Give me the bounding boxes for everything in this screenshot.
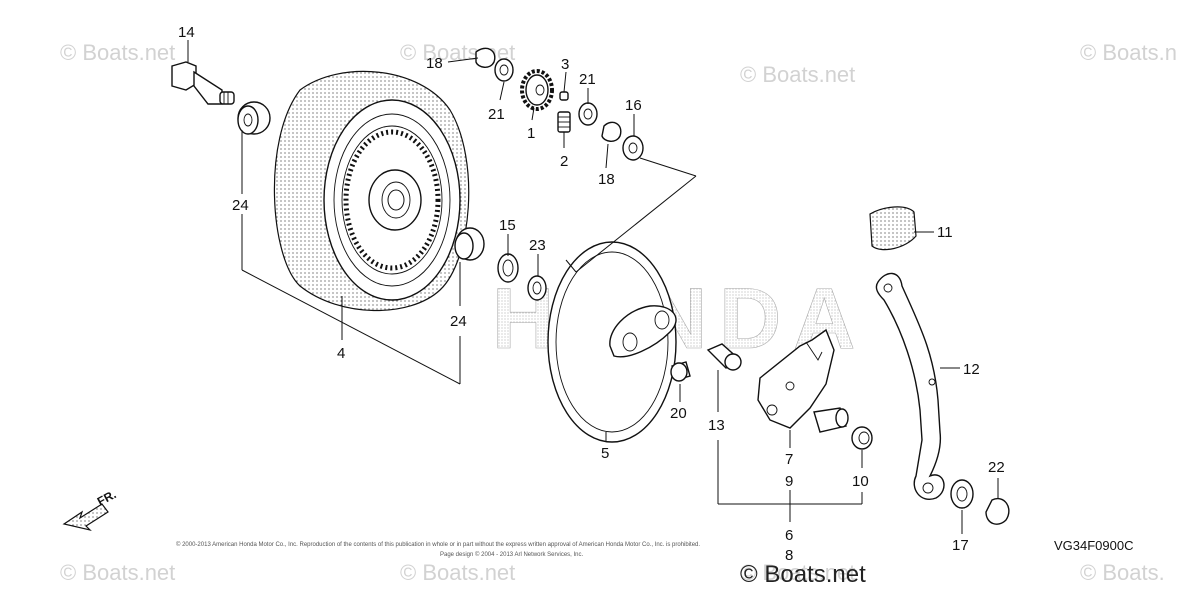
bottom-watermark: © Boats.net [740,561,866,588]
callout-11: 11 [937,224,953,241]
callout-5: 5 [601,445,609,462]
part-24-bushing-upper [237,101,271,135]
front-direction-arrow: FR. [62,487,119,532]
watermark-text: © Boats.net [740,560,855,585]
callout-12: 12 [963,361,980,378]
part-1-gear [520,69,554,111]
callout-10: 10 [852,473,869,490]
callout-18: 18 [598,171,615,188]
callout-6: 6 [785,527,793,544]
part-21-washer-right [578,102,598,126]
callout-7: 7 [785,451,793,468]
callout-14: 14 [178,24,195,41]
part-18-clip-upper [475,47,496,68]
callout-9: 9 [785,473,793,490]
part-16-washer [622,135,644,161]
callout-4: 4 [337,345,345,362]
part-22-clip [985,497,1010,525]
callout-3: 3 [561,56,569,73]
part-10-bushing [851,426,873,450]
copyright-line-1: © 2000-2013 American Honda Motor Co., In… [176,541,700,548]
part-14-bolt [171,61,235,105]
watermark-text: © Boats.net [740,62,855,87]
part-5-cover [547,241,677,443]
callout-21: 21 [488,106,505,123]
copyright-line-2: Page design © 2004 - 2013 Arl Network Se… [440,551,583,558]
part-15-washer [497,253,519,283]
part-20-collar [670,361,691,382]
diagram-code: VG34F0900C [1054,538,1134,553]
direction-label: FR. [95,487,119,508]
watermark-text: © Boats.net [60,560,175,585]
watermark-text: © Boats. [1080,560,1165,585]
watermark-text: © Boats.n [1080,40,1177,65]
callout-labels: 14 18 21 3 21 16 1 2 18 24 15 23 24 4 11… [178,24,1005,564]
part-23-washer [527,275,547,301]
part-17-washer [950,479,974,509]
part-24-bushing-lower [454,227,485,261]
part-4-wheel [273,70,470,312]
callout-23: 23 [529,237,546,254]
part-12-arm [875,272,945,500]
callout-1: 1 [527,125,535,142]
part-7-lever [757,328,849,433]
callout-13: 13 [708,417,725,434]
part-11-grip [869,206,917,251]
part-3-key [559,91,569,101]
callout-22: 22 [988,459,1005,476]
callout-8: 8 [785,547,793,564]
wheel-gear-teeth [343,129,441,271]
part-13-collar [706,343,742,371]
callout-18: 18 [426,55,443,72]
callout-24: 24 [450,313,467,330]
callout-2: 2 [560,153,568,170]
part-2-spring [557,111,571,133]
leader-lines [187,40,999,534]
watermark-text: © Boats.net [60,40,175,65]
callout-24: 24 [232,197,249,214]
part-18-clip-lower [601,121,622,142]
callout-15: 15 [499,217,516,234]
callout-20: 20 [670,405,687,422]
part-21-washer-left [494,58,514,82]
callout-16: 16 [625,97,642,114]
callout-21: 21 [579,71,596,88]
callout-17: 17 [952,537,969,554]
watermark-text: © Boats.net [400,560,515,585]
